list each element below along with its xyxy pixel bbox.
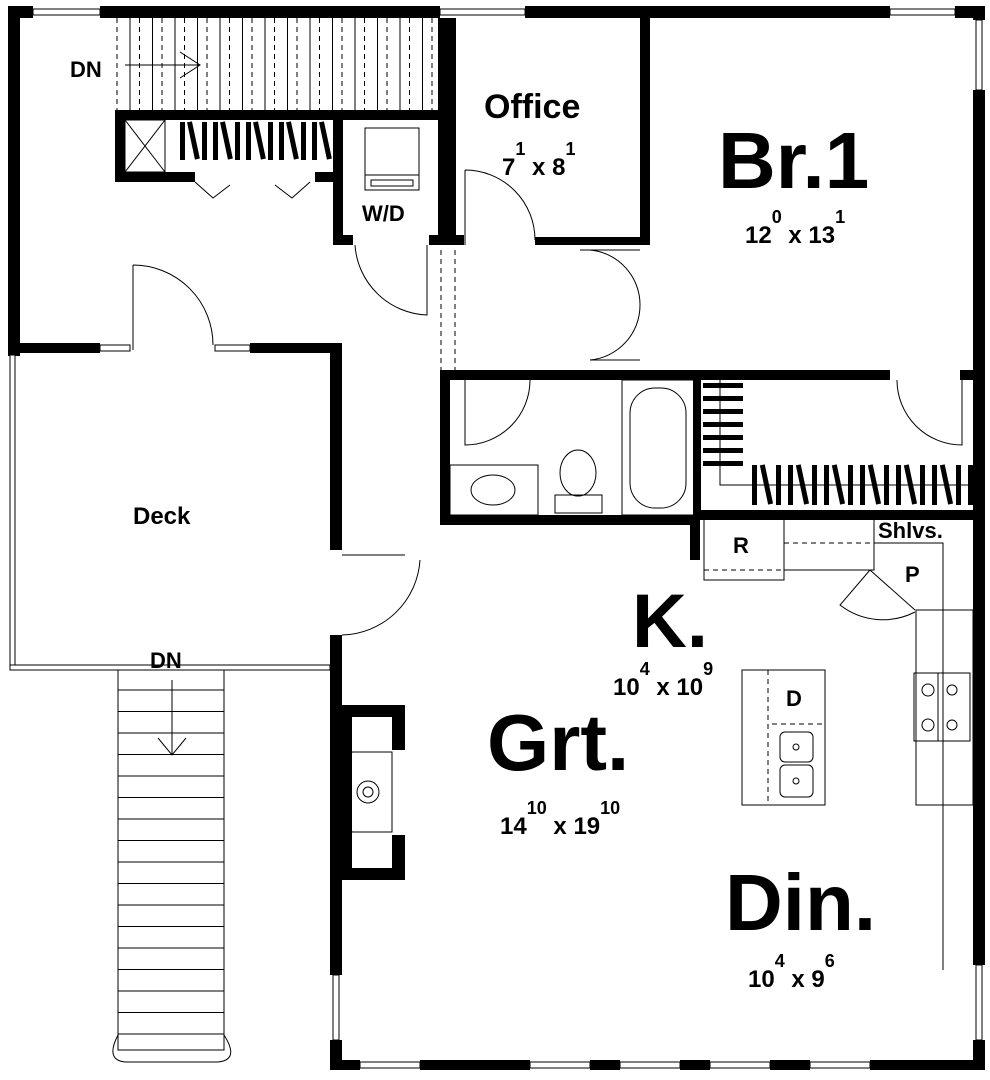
dishwasher-label: D [786, 686, 802, 711]
kitchen-name: K. [632, 579, 708, 664]
stairs-top [116, 18, 446, 110]
hanger [187, 121, 200, 160]
hanger [703, 409, 743, 414]
hanger [301, 122, 306, 160]
br1-dimensions: 120 x 131 [745, 207, 845, 249]
kitchen-dimensions: 104 x 109 [613, 659, 713, 701]
hanger [213, 122, 218, 160]
dining-dimensions: 104 x 96 [748, 951, 835, 993]
hanger [286, 121, 299, 160]
hanger [703, 448, 743, 453]
hanger [703, 435, 743, 440]
hanger [903, 464, 918, 505]
windows [32, 8, 983, 1069]
pantry-label: P [905, 562, 920, 587]
hanger [279, 122, 284, 160]
refrigerator-label: R [733, 533, 749, 558]
stair-dn-label-deck: DN [150, 648, 182, 673]
walk-in-closet-rods [703, 380, 973, 505]
doors [132, 169, 963, 636]
svg-text:71 x 81: 71 x 81 [502, 139, 575, 181]
hanger [703, 461, 743, 466]
washer-dryer [364, 127, 420, 191]
hanger [831, 464, 846, 505]
svg-text:120 x 131: 120 x 131 [745, 207, 845, 249]
great-room-name: Grt. [487, 698, 629, 787]
laundry-label: W/D [362, 201, 405, 226]
dining-name: Din. [725, 858, 876, 947]
closet-rod [124, 119, 332, 199]
hanger [180, 122, 185, 160]
hanger [253, 121, 266, 160]
hanger [759, 464, 774, 505]
interior-walls [115, 18, 985, 880]
br1-name: Br.1 [718, 116, 869, 205]
great-room-dimensions: 1410 x 1910 [500, 798, 620, 840]
shelves-label: Shlvs. [878, 518, 943, 543]
hanger [703, 422, 743, 427]
hanger [703, 396, 743, 401]
hanger [202, 122, 207, 160]
deck-railing [9, 354, 331, 671]
hanger [939, 464, 954, 505]
svg-text:1410 x 1910: 1410 x 1910 [500, 798, 620, 840]
deck-label: Deck [133, 503, 191, 530]
stair-dn-label: DN [70, 57, 102, 82]
hanger [867, 464, 882, 505]
svg-text:104 x 96: 104 x 96 [748, 951, 835, 993]
bathroom-fixtures [449, 379, 695, 516]
hanger [703, 383, 743, 388]
exterior-walls [8, 6, 985, 1070]
hanger [268, 122, 273, 160]
stairs-deck [112, 667, 232, 1063]
office-name: Office [484, 88, 580, 126]
hanger [319, 121, 332, 160]
hanger [795, 464, 810, 505]
hanger [246, 122, 251, 160]
office-dimensions: 71 x 81 [502, 139, 575, 181]
svg-text:104 x 109: 104 x 109 [613, 659, 713, 701]
hanger [312, 122, 317, 160]
hanger [235, 122, 240, 160]
hanger [220, 121, 233, 160]
kitchen-fixtures [344, 517, 974, 970]
